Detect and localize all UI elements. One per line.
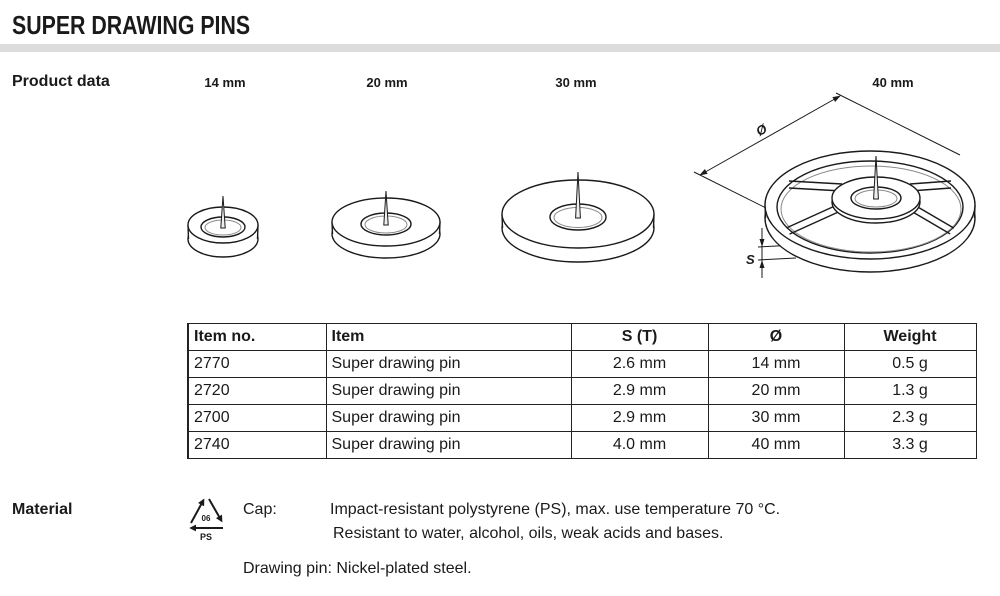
page-title: SUPER DRAWING PINS [12,10,251,40]
cell-diameter: 20 mm [707,377,845,405]
drawing-pin-material: Drawing pin: Nickel-plated steel. [243,560,472,577]
recycling-code: 06 [202,514,211,523]
pin-spike [575,171,581,219]
cap-ribs [786,180,955,235]
material-label: Material [12,501,73,518]
cell-item-no: 2700 [187,404,327,432]
cell-diameter: 40 mm [707,431,845,459]
cell-item: Super drawing pin [325,431,572,459]
cell-diameter: 30 mm [707,404,845,432]
table-row: 2770 Super drawing pin 2.6 mm 14 mm 0.5 … [187,350,977,378]
cell-item-no: 2720 [187,377,327,405]
product-data-label: Product data [12,73,110,90]
pin-spike [383,190,389,226]
cap-label: Cap: [243,501,277,518]
header-diameter: Ø [707,323,845,351]
table-header-row: Item no. Item S (T) Ø Weight [187,323,977,351]
size-label-14mm: 14 mm [204,75,246,90]
product-spec-table: Item no. Item S (T) Ø Weight 2770 Super … [187,323,977,459]
thickness-symbol-label: S [746,252,755,267]
cell-item-no: 2770 [187,350,327,378]
table-row: 2740 Super drawing pin 4.0 mm 40 mm 3.3 … [187,431,977,459]
cell-weight: 1.3 g [843,377,977,405]
cell-item: Super drawing pin [325,377,572,405]
pin-20mm-illustration [331,190,441,259]
header-thickness: S (T) [570,323,709,351]
size-label-40mm: 40 mm [872,75,914,90]
pin-40mm-illustration: Ø S [693,92,976,278]
header-weight: Weight [843,323,977,351]
cell-diameter: 14 mm [707,350,845,378]
size-label-20mm: 20 mm [366,75,408,90]
cell-weight: 2.3 g [843,404,977,432]
recycling-material: PS [200,532,212,542]
table-row: 2720 Super drawing pin 2.9 mm 20 mm 1.3 … [187,377,977,405]
cell-thickness: 4.0 mm [570,431,709,459]
cell-item-no: 2740 [187,431,327,459]
cell-thickness: 2.9 mm [570,404,709,432]
cell-item: Super drawing pin [325,404,572,432]
pin-30mm-illustration [501,171,655,263]
table-row: 2700 Super drawing pin 2.9 mm 30 mm 2.3 … [187,404,977,432]
cell-weight: 3.3 g [843,431,977,459]
cell-thickness: 2.9 mm [570,377,709,405]
cell-item: Super drawing pin [325,350,572,378]
cell-weight: 0.5 g [843,350,977,378]
cap-material-line-2: Resistant to water, alcohol, oils, weak … [333,525,724,542]
cell-thickness: 2.6 mm [570,350,709,378]
title-underline-bar [0,44,1000,52]
pin-spike [873,155,879,200]
pin-spike [220,195,226,229]
cap-material-line-1: Impact-resistant polystyrene (PS), max. … [330,501,781,518]
pin-14mm-illustration [187,195,259,258]
recycling-symbol-icon: 06 PS [189,498,223,542]
header-item: Item [325,323,572,351]
size-label-30mm: 30 mm [555,75,597,90]
diameter-symbol-label: Ø [753,120,770,138]
header-item-no: Item no. [187,323,327,351]
